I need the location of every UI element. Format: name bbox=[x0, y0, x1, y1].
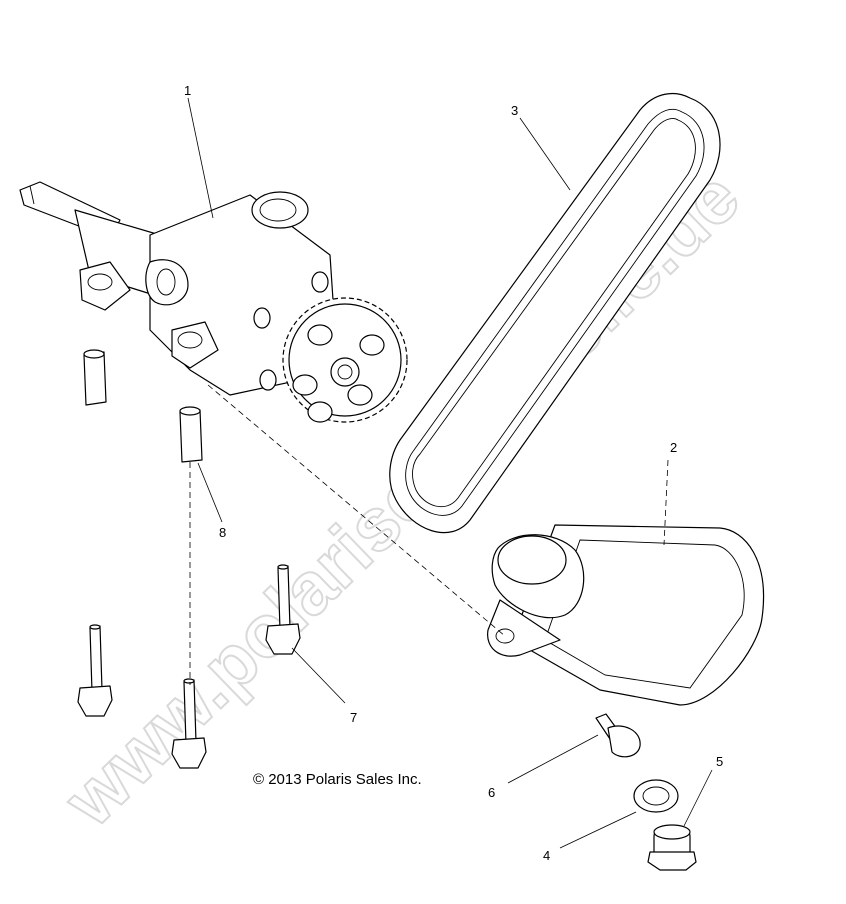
drive-belt bbox=[389, 92, 721, 534]
bolt-center bbox=[171, 678, 207, 769]
alignment-line-screen bbox=[207, 384, 506, 637]
bolt-left bbox=[77, 624, 113, 717]
dowel-pin-upper bbox=[83, 349, 107, 406]
callout-3: 3 bbox=[511, 103, 518, 118]
callout-1: 1 bbox=[184, 83, 191, 98]
callout-6: 6 bbox=[488, 785, 495, 800]
callout-8: 8 bbox=[219, 525, 226, 540]
callout-4: 4 bbox=[543, 848, 550, 863]
sprocket-gear bbox=[282, 297, 408, 423]
leader-line-4 bbox=[559, 811, 637, 849]
leader-line-7 bbox=[291, 647, 346, 704]
leader-line-3 bbox=[519, 117, 571, 191]
leader-line-8 bbox=[197, 462, 223, 523]
leader-line-1 bbox=[187, 97, 214, 219]
callout-5: 5 bbox=[716, 754, 723, 769]
leader-line-6 bbox=[507, 734, 599, 784]
callout-2: 2 bbox=[670, 440, 677, 455]
drain-plug bbox=[647, 824, 697, 871]
dowel-pin-lower bbox=[179, 406, 203, 463]
alignment-line-screen-label bbox=[663, 459, 669, 546]
bolt-right bbox=[265, 564, 301, 655]
screen-bolt bbox=[595, 713, 641, 758]
copyright-notice: © 2013 Polaris Sales Inc. bbox=[253, 771, 422, 788]
callout-7: 7 bbox=[350, 710, 357, 725]
oil-pickup-screen bbox=[487, 524, 765, 706]
leader-line-5 bbox=[683, 769, 713, 827]
sealing-washer bbox=[633, 779, 679, 813]
